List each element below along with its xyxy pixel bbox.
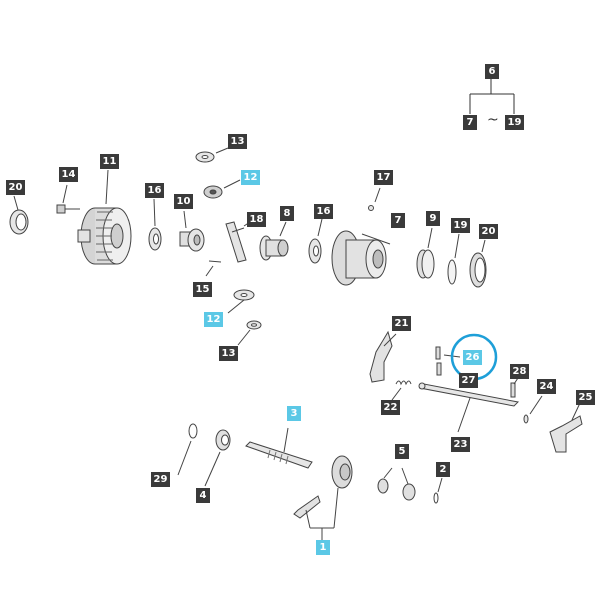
part-label-7[interactable]: 7 bbox=[391, 213, 405, 228]
ring-parts bbox=[416, 227, 487, 288]
bottom-washer-parts bbox=[227, 289, 262, 346]
part-label-17[interactable]: 17 bbox=[374, 170, 393, 185]
part-label-26[interactable]: 26 bbox=[463, 350, 482, 365]
part-label-21[interactable]: 21 bbox=[392, 316, 411, 331]
part-label-22[interactable]: 22 bbox=[381, 400, 400, 415]
part-label-9[interactable]: 9 bbox=[426, 211, 440, 226]
part-label-28[interactable]: 28 bbox=[510, 364, 529, 379]
clip-part bbox=[433, 477, 443, 504]
clip-part bbox=[523, 395, 543, 424]
part-label-12-top[interactable]: 12 bbox=[241, 170, 260, 185]
part-label-8[interactable]: 8 bbox=[280, 206, 294, 221]
coupler-part bbox=[259, 221, 289, 261]
snap-ring-part bbox=[177, 423, 198, 476]
part-label-10[interactable]: 10 bbox=[174, 194, 193, 209]
washer-part bbox=[308, 218, 323, 264]
part-label-13-bottom[interactable]: 13 bbox=[219, 346, 238, 361]
bearing-part bbox=[204, 429, 231, 487]
part-label-20-right[interactable]: 20 bbox=[479, 224, 498, 239]
part-label-19[interactable]: 19 bbox=[451, 218, 470, 233]
part-label-19-range[interactable]: 19 bbox=[505, 115, 524, 130]
part-label-6[interactable]: 6 bbox=[485, 64, 499, 79]
part-label-7-range[interactable]: 7 bbox=[463, 115, 477, 130]
part-label-14[interactable]: 14 bbox=[59, 167, 78, 182]
part-label-2[interactable]: 2 bbox=[436, 462, 450, 477]
collar-parts bbox=[377, 467, 416, 501]
shift-fork-part bbox=[369, 330, 397, 383]
part-label-24[interactable]: 24 bbox=[537, 379, 556, 394]
shift-rod-part bbox=[418, 382, 520, 433]
part-label-4[interactable]: 4 bbox=[196, 488, 210, 503]
part-label-3[interactable]: 3 bbox=[287, 406, 301, 421]
part-label-16-right[interactable]: 16 bbox=[314, 204, 333, 219]
hub-part bbox=[179, 210, 205, 252]
spring-part bbox=[391, 380, 412, 401]
pin-part bbox=[510, 377, 519, 398]
bearing-ring-part bbox=[9, 195, 29, 235]
part-label-18[interactable]: 18 bbox=[247, 212, 266, 227]
housing-part bbox=[331, 187, 391, 286]
splined-shaft-part bbox=[245, 427, 313, 469]
part-label-12-bottom[interactable]: 12 bbox=[204, 312, 223, 327]
range-tilde: ~ bbox=[487, 112, 499, 128]
bolt-part bbox=[56, 184, 80, 214]
part-label-20[interactable]: 20 bbox=[6, 180, 25, 195]
part-label-15[interactable]: 15 bbox=[193, 282, 212, 297]
part-label-29[interactable]: 29 bbox=[151, 472, 170, 487]
washer-part bbox=[148, 198, 162, 251]
part-label-16-left[interactable]: 16 bbox=[145, 183, 164, 198]
part-label-27[interactable]: 27 bbox=[459, 373, 478, 388]
part-label-25[interactable]: 25 bbox=[576, 390, 595, 405]
part-label-1[interactable]: 1 bbox=[316, 540, 330, 555]
top-washer-parts bbox=[195, 147, 241, 199]
large-gear-part bbox=[77, 169, 132, 265]
part-label-11[interactable]: 11 bbox=[100, 154, 119, 169]
part-label-5[interactable]: 5 bbox=[395, 444, 409, 459]
part-label-13-top[interactable]: 13 bbox=[228, 134, 247, 149]
shift-arm-part bbox=[549, 402, 583, 453]
part-label-23[interactable]: 23 bbox=[451, 437, 470, 452]
shaft-part bbox=[205, 221, 251, 277]
range-bracket bbox=[469, 79, 515, 114]
gear-shaft-part bbox=[293, 455, 353, 540]
